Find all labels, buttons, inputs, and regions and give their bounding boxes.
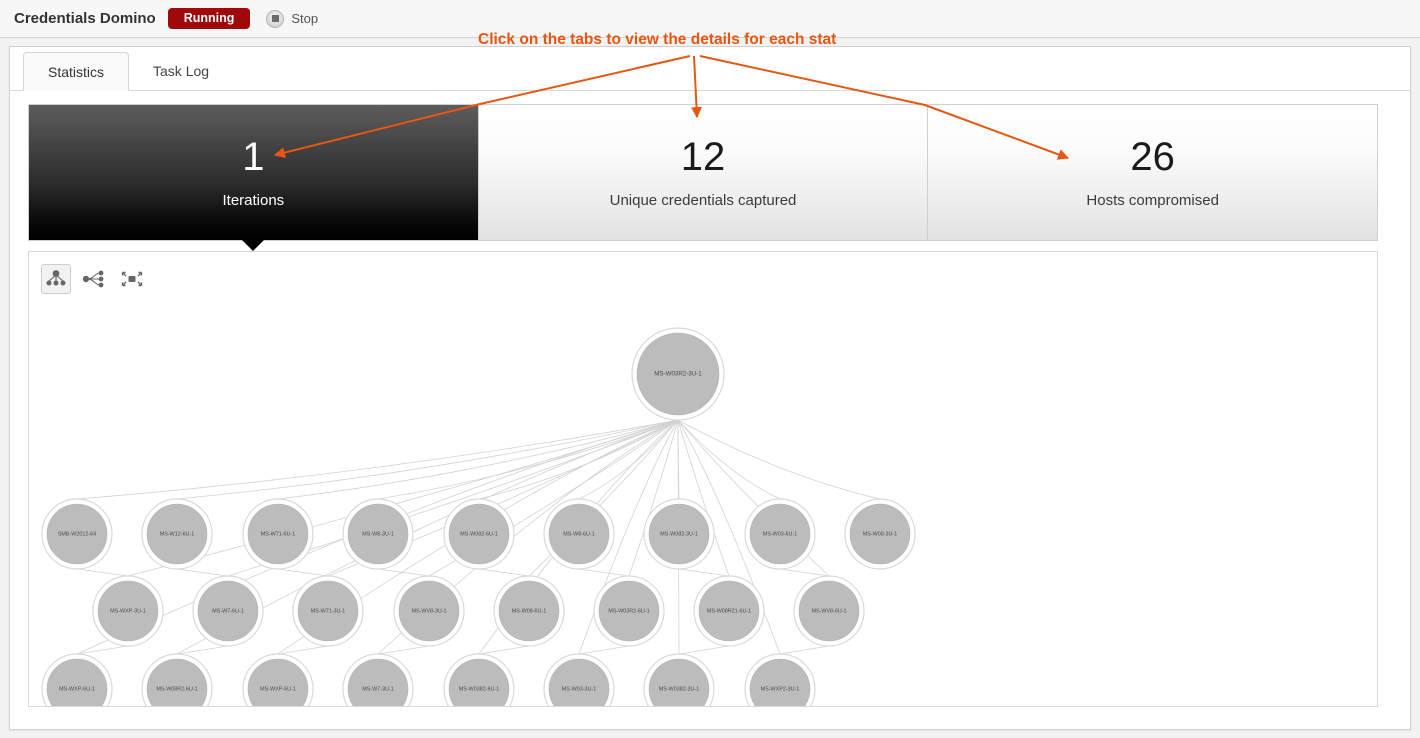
graph-node[interactable]: MS-W7-6U-1 xyxy=(192,575,264,647)
tab-task-log-label: Task Log xyxy=(153,62,210,79)
graph-node-label: MS-WXP-6U-1 xyxy=(59,686,95,692)
status-badge: Running xyxy=(167,7,251,30)
hierarchy-layout-button[interactable] xyxy=(41,264,71,294)
active-stat-pointer-icon xyxy=(242,240,265,251)
stat-label-iterations: Iterations xyxy=(222,192,285,209)
stat-tab-iterations[interactable]: 1 Iterations xyxy=(29,105,478,251)
radial-layout-icon xyxy=(82,270,104,288)
graph-node-label: MS-WV8-6U-1 xyxy=(811,608,846,614)
stop-button[interactable]: Stop xyxy=(266,9,319,28)
graph-node-label: MS-WXP-3U-1 xyxy=(110,608,146,614)
graph-node-label: MS-WXP2-3U-1 xyxy=(761,686,800,692)
graph-node-label: SMB-W2012-64 xyxy=(58,531,96,537)
fullscreen-expand-button[interactable] xyxy=(117,264,147,294)
graph-node[interactable]: MS-W03-3U-1 xyxy=(543,653,615,707)
stat-value-hosts-compromised: 26 xyxy=(1130,135,1175,179)
graph-node-label: MS-W8-3U-1 xyxy=(362,531,393,537)
graph-node[interactable]: MS-W08-6U-1 xyxy=(493,575,565,647)
graph-node-label: MS-W08R21-6U-1 xyxy=(707,608,751,614)
stat-tab-unique-credentials-captured[interactable]: 12 Unique credentials captured xyxy=(477,105,928,240)
graph-node-label: MS-W0382-3U-1 xyxy=(659,686,699,692)
graph-toolbar xyxy=(41,264,147,294)
graph-node[interactable]: MS-W71-6U-1 xyxy=(242,498,314,570)
stat-value-iterations: 1 xyxy=(242,135,265,179)
graph-node[interactable]: MS-W8-6U-1 xyxy=(543,498,615,570)
graph-node-label: MS-W03R2-3U-1 xyxy=(654,371,702,378)
graph-node-label: MS-W8-6U-1 xyxy=(563,531,594,537)
graph-node[interactable]: MS-W71-3U-1 xyxy=(292,575,364,647)
tab-statistics[interactable]: Statistics xyxy=(23,52,130,91)
graph-node[interactable]: MS-W03R2-6U-1 xyxy=(593,575,665,647)
stat-value-unique-credentials: 12 xyxy=(680,135,726,179)
graph-node[interactable]: MS-WV8-6U-1 xyxy=(793,575,865,647)
graph-node-label: MS-W03R2-6U-1 xyxy=(608,608,649,614)
stat-label-hosts-compromised: Hosts compromised xyxy=(1086,192,1219,209)
graph-node[interactable]: MS-W0382-6U-1 xyxy=(443,653,515,707)
graph-node-label: MS-W7-3U-1 xyxy=(362,686,393,692)
graph-node[interactable]: MS-W7-3U-1 xyxy=(342,653,414,707)
graph-node[interactable]: MS-W082-6U-1 xyxy=(443,498,515,570)
graph-node[interactable]: MS-W08R2-6U-1 xyxy=(141,653,213,707)
graph-node-label: MS-WXP-6U-1 xyxy=(260,686,296,692)
graph-node-label: MS-W082-3U-1 xyxy=(660,531,697,537)
graph-node-label: MS-W03-6U-1 xyxy=(763,531,797,537)
graph-node[interactable]: MS-W0382-3U-1 xyxy=(643,653,715,707)
stop-square-icon xyxy=(266,9,285,28)
graph-node[interactable]: MS-WV8-3U-1 xyxy=(393,575,465,647)
graph-node[interactable]: MS-WXP2-3U-1 xyxy=(744,653,816,707)
hierarchy-layout-icon xyxy=(46,270,66,286)
tab-strip: Statistics Task Log xyxy=(10,47,1410,91)
graph-node[interactable]: MS-W8-3U-1 xyxy=(342,498,414,570)
graph-node-label: MS-W08-6U-1 xyxy=(512,608,546,614)
graph-node[interactable]: MS-WXP-6U-1 xyxy=(41,653,113,707)
graph-node-label: MS-W71-6U-1 xyxy=(261,531,295,537)
graph-node-label: MS-W7-6U-1 xyxy=(212,608,243,614)
graph-node[interactable]: MS-WXP-3U-1 xyxy=(92,575,164,647)
stat-tabs: 1 Iterations 12 Unique credentials captu… xyxy=(28,104,1378,251)
graph-root-node[interactable]: MS-W03R2-3U-1 xyxy=(631,327,725,421)
stat-label-unique-credentials: Unique credentials captured xyxy=(609,192,797,209)
content-panel: Statistics Task Log 1 Iterations 12 Uniq… xyxy=(9,46,1411,730)
stat-tab-hosts-compromised[interactable]: 26 Hosts compromised xyxy=(927,105,1378,240)
title-bar: Credentials Domino Running Stop xyxy=(0,0,1420,38)
graph-node-label: MS-W03-3U-1 xyxy=(562,686,596,692)
graph-node[interactable]: MS-W03-6U-1 xyxy=(744,498,816,570)
graph-node-label: MS-W082-6U-1 xyxy=(460,531,497,537)
graph-node[interactable]: MS-W082-3U-1 xyxy=(643,498,715,570)
tab-statistics-label: Statistics xyxy=(48,63,105,80)
graph-node[interactable]: MS-WXP-6U-1 xyxy=(242,653,314,707)
graph-node[interactable]: SMB-W2012-64 xyxy=(41,498,113,570)
fullscreen-expand-icon xyxy=(121,271,143,287)
graph-node-label: MS-W12-6U-1 xyxy=(160,531,194,537)
graph-node[interactable]: MS-W08-3U-1 xyxy=(844,498,916,570)
radial-layout-button[interactable] xyxy=(79,264,109,294)
graph-node[interactable]: MS-W12-6U-1 xyxy=(141,498,213,570)
page-title: Credentials Domino xyxy=(14,10,156,27)
graph-node[interactable]: MS-W08R21-6U-1 xyxy=(693,575,765,647)
tab-task-log[interactable]: Task Log xyxy=(129,51,233,90)
graph-node-label: MS-W08R2-6U-1 xyxy=(156,686,197,692)
graph-node-label: MS-W0382-6U-1 xyxy=(459,686,499,692)
stop-button-label: Stop xyxy=(291,11,319,26)
graph-node-label: MS-W71-3U-1 xyxy=(311,608,345,614)
graph-node-label: MS-W08-3U-1 xyxy=(863,531,897,537)
graph-node-label: MS-WV8-3U-1 xyxy=(411,608,446,614)
graph-edge-layer xyxy=(76,419,881,655)
